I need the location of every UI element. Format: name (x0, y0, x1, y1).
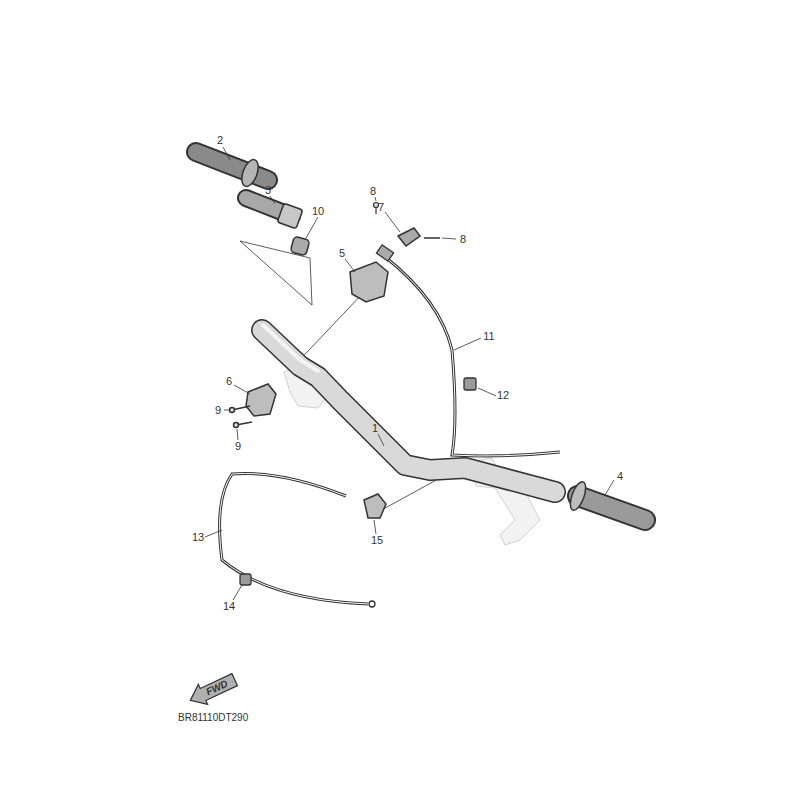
callout-number: 10 (312, 206, 324, 217)
callout-number: 2 (217, 135, 223, 146)
callout-number: 9 (215, 405, 221, 416)
callout-number: 14 (223, 601, 235, 612)
forward-arrow: FWD (185, 670, 239, 711)
callout-number: 11 (483, 331, 494, 342)
callout-number: 6 (226, 376, 232, 387)
callout-number: 1 (372, 423, 378, 434)
callout-number: 7 (378, 202, 384, 213)
callout-number: 12 (497, 390, 509, 401)
diagram-code: BR81110DT290 (178, 713, 248, 723)
callout-number: 9 (235, 441, 241, 452)
callout-number: 8 (370, 186, 376, 197)
callout-number: 3 (265, 185, 271, 196)
callout-number: 15 (371, 535, 383, 546)
callout-number: 13 (192, 532, 204, 543)
callout-number: 5 (339, 248, 345, 259)
arrow-outline (185, 670, 239, 711)
callout-number: 8 (460, 234, 466, 245)
callout-number: 4 (617, 471, 623, 482)
